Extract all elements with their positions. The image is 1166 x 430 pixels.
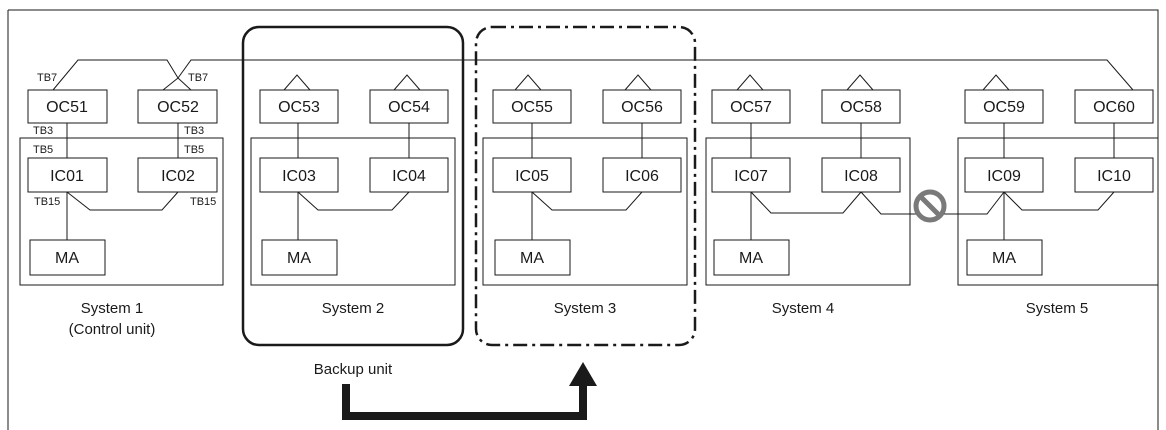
system-3-backup-border bbox=[474, 25, 697, 347]
system-4-ic-1-label: IC07 bbox=[734, 168, 768, 185]
system-4-ic-link bbox=[750, 191, 862, 214]
system-1-oc-2-label: OC52 bbox=[157, 99, 199, 116]
system-5-indoor-frame bbox=[957, 137, 1159, 286]
system-5: OC59 OC60 IC09 IC10 MA System 5 bbox=[957, 89, 1159, 317]
system-1: OC51 OC52 IC01 IC02 MA TB7 TB7 TB3 TB3 T… bbox=[19, 72, 224, 338]
system-1-ma bbox=[29, 239, 106, 276]
outer-frame bbox=[7, 9, 1159, 430]
system-2-oc-2-label: OC54 bbox=[388, 99, 430, 116]
system-5-oc-2 bbox=[1074, 89, 1154, 124]
system-1-ic-1-label: IC01 bbox=[50, 168, 84, 185]
system-4-oc-1 bbox=[711, 89, 791, 124]
system-1-ic-1 bbox=[27, 157, 108, 193]
system-4-ic-2 bbox=[821, 157, 901, 193]
system-2-oc-1 bbox=[259, 89, 339, 124]
system-3-indoor-frame bbox=[482, 137, 688, 286]
system-4-indoor-frame bbox=[705, 137, 911, 286]
system-4-ma-label: MA bbox=[739, 250, 763, 267]
system-3-oc-1-label: OC55 bbox=[511, 99, 553, 116]
system-1-subtitle: (Control unit) bbox=[69, 321, 156, 338]
system-4-caption: System 4 bbox=[772, 300, 835, 317]
tb3-label-left: TB3 bbox=[33, 125, 53, 137]
system-3-ma bbox=[494, 239, 571, 276]
system-1-ic-2 bbox=[137, 157, 218, 193]
backup-unit-label: Backup unit bbox=[314, 361, 393, 378]
system-4-oc-2 bbox=[821, 89, 901, 124]
system-2-ic-1-label: IC03 bbox=[282, 168, 316, 185]
system-5-oc-2-label: OC60 bbox=[1093, 99, 1135, 116]
system-5-ic-2 bbox=[1074, 157, 1154, 193]
system-4-ic-2-label: IC08 bbox=[844, 168, 878, 185]
tb7-bus-line bbox=[52, 59, 1134, 91]
system-4-ic-1 bbox=[711, 157, 791, 193]
system-4-oc-2-label: OC58 bbox=[840, 99, 882, 116]
system-2-ma bbox=[261, 239, 338, 276]
system-2-ma-label: MA bbox=[287, 250, 311, 267]
system-1-ma-label: MA bbox=[55, 250, 79, 267]
system-1-oc-1-label: OC51 bbox=[46, 99, 88, 116]
system-5-ic-1 bbox=[964, 157, 1044, 193]
system-3-ic-2-label: IC06 bbox=[625, 168, 659, 185]
tb3-label-right: TB3 bbox=[184, 125, 204, 137]
system-5-caption: System 5 bbox=[1026, 300, 1089, 317]
system-3-ic-1-label: IC05 bbox=[515, 168, 549, 185]
system-3-ic-link bbox=[531, 191, 643, 211]
system-2-caption: System 2 bbox=[322, 300, 385, 317]
system-2-ic-2 bbox=[369, 157, 449, 193]
system-1-ic-2-label: IC02 bbox=[161, 168, 195, 185]
system-2: OC53 OC54 IC03 IC04 MA System 2 bbox=[241, 25, 465, 347]
system-2-ic-link bbox=[297, 191, 410, 211]
system-5-ic-2-label: IC10 bbox=[1097, 168, 1131, 185]
tb5-label-left: TB5 bbox=[33, 144, 53, 156]
system-3-ic-1 bbox=[492, 157, 572, 193]
tb15-label-left: TB15 bbox=[34, 196, 60, 208]
backup-arrow-head bbox=[569, 362, 597, 386]
system-2-oc-1-label: OC53 bbox=[278, 99, 320, 116]
system-4: OC57 OC58 IC07 IC08 MA System 4 bbox=[705, 89, 911, 317]
system-2-ic-1 bbox=[259, 157, 339, 193]
system-1-oc-1 bbox=[27, 89, 108, 124]
system-5-oc-1-label: OC59 bbox=[983, 99, 1025, 116]
system-3-caption: System 3 bbox=[554, 300, 617, 317]
system-3-oc-2-label: OC56 bbox=[621, 99, 663, 116]
system-3-oc-1 bbox=[492, 89, 572, 124]
system-1-oc-2 bbox=[137, 89, 218, 124]
system-5-ma-label: MA bbox=[992, 250, 1016, 267]
system-5-ic-link bbox=[1003, 191, 1115, 211]
system-3: OC55 OC56 IC05 IC06 MA System 3 bbox=[474, 25, 697, 347]
system-1-caption: System 1 bbox=[81, 300, 144, 317]
system-3-ic-2 bbox=[602, 157, 682, 193]
system-2-indoor-frame bbox=[250, 137, 456, 286]
system-5-ma bbox=[966, 239, 1043, 276]
no-entry-icon bbox=[913, 189, 947, 223]
system-4-ma bbox=[713, 239, 790, 276]
backup-arrow-shaft bbox=[342, 384, 587, 420]
system-2-highlight-border bbox=[241, 25, 465, 347]
system-1-indoor-frame bbox=[19, 137, 224, 286]
tb7-label-left: TB7 bbox=[37, 72, 57, 84]
tb15-label-right: TB15 bbox=[190, 196, 216, 208]
system-1-ic-link bbox=[66, 191, 179, 211]
system-2-oc-2 bbox=[369, 89, 449, 124]
system-5-ic-1-label: IC09 bbox=[987, 168, 1021, 185]
system-2-ic-2-label: IC04 bbox=[392, 168, 426, 185]
system-5-oc-1 bbox=[964, 89, 1044, 124]
system-3-oc-2 bbox=[602, 89, 682, 124]
tb5-label-right: TB5 bbox=[184, 144, 204, 156]
tb7-label-right: TB7 bbox=[188, 72, 208, 84]
system-3-ma-label: MA bbox=[520, 250, 544, 267]
system-4-oc-1-label: OC57 bbox=[730, 99, 772, 116]
